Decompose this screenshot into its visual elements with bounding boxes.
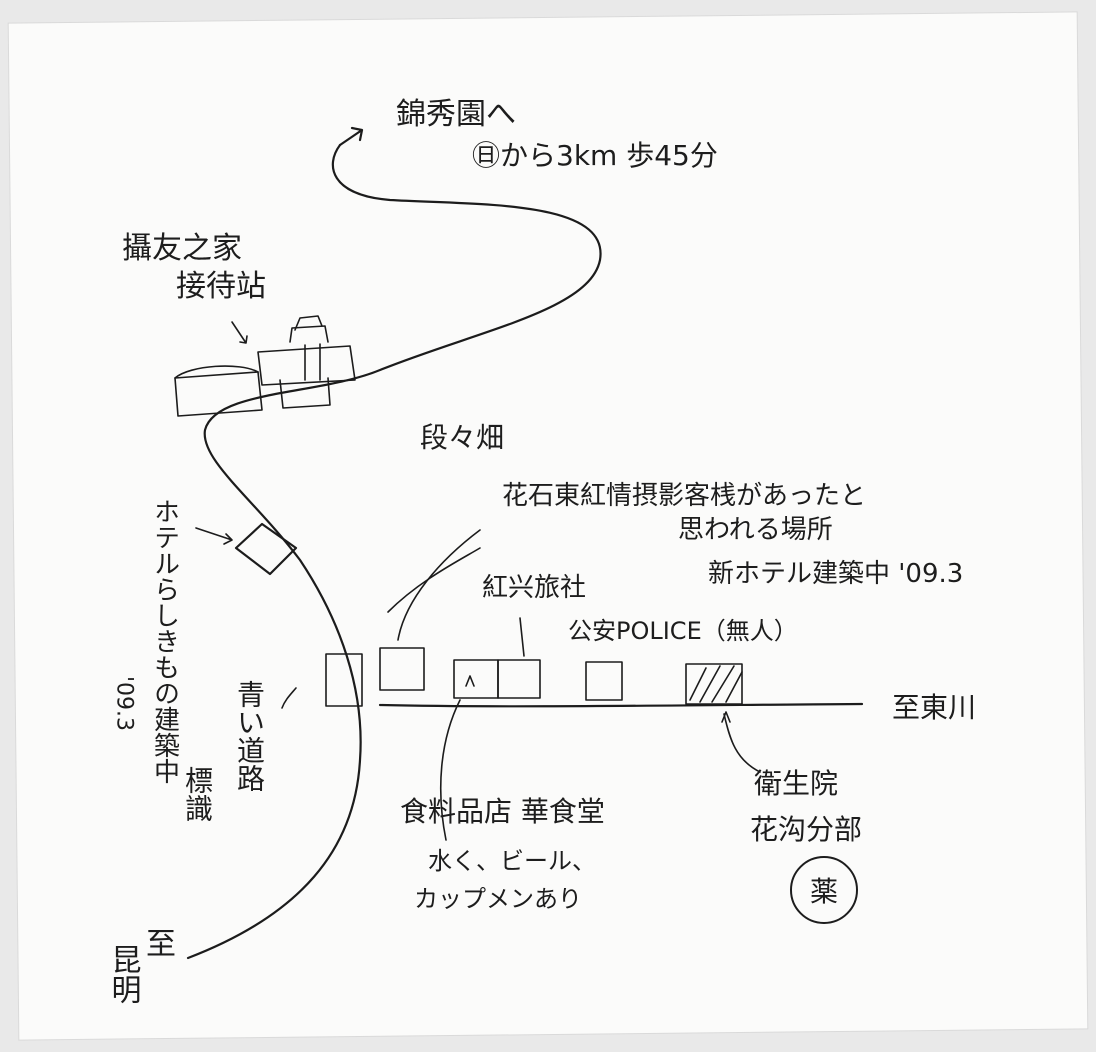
medicine-seal-icon: 薬 bbox=[790, 856, 858, 924]
new-hotel-label: 新ホテル建築中 '09.3 bbox=[708, 559, 964, 589]
building-4 bbox=[497, 659, 541, 699]
building-2 bbox=[379, 647, 425, 691]
side-path bbox=[387, 547, 481, 613]
reception-station-label: 接待站 bbox=[176, 269, 266, 304]
clinic-building bbox=[685, 663, 743, 705]
distance-label: ㊐から3km 歩45分 bbox=[472, 139, 718, 172]
to-dongchuan-label: 至東川 bbox=[892, 691, 977, 724]
blue-road-sign-label-2: 標識 bbox=[181, 766, 214, 822]
restaurant-note: 水く、ビール、 bbox=[428, 847, 596, 875]
east-road bbox=[378, 702, 864, 708]
hotel-date-label: '09.3 bbox=[111, 676, 137, 732]
police-label: 公安POLICE（無人） bbox=[568, 617, 798, 645]
to-kunming-to: 至 bbox=[146, 927, 176, 962]
building-5 bbox=[585, 661, 623, 701]
north-arrow-icon bbox=[338, 126, 364, 147]
inn-site-label-2: 思われる場所 bbox=[678, 515, 833, 545]
building-3 bbox=[453, 659, 499, 699]
pointer-arrow-icon bbox=[231, 321, 248, 344]
terraced-fields-label: 段々畑 bbox=[420, 421, 505, 454]
cameraman-house-label: 攝友之家 bbox=[122, 231, 242, 266]
blue-road-sign-label: 青い道路 bbox=[233, 680, 266, 792]
building-1 bbox=[325, 653, 363, 707]
restaurant-note-2: カップメンあり bbox=[414, 885, 582, 913]
hotel-construction-label: ホテルらしきもの建築中 bbox=[149, 498, 180, 784]
branch-path bbox=[439, 699, 461, 841]
main-road bbox=[186, 143, 602, 960]
inn-site-label: 花石東紅情摂影客桟があったと bbox=[502, 481, 867, 511]
pointer-arrow-icon bbox=[195, 527, 233, 545]
clinic-branch-label: 花沟分部 bbox=[750, 813, 863, 846]
travel-agency-label: 紅兴旅社 bbox=[482, 573, 587, 603]
cameraman-house bbox=[174, 315, 356, 417]
restaurant-label: 食料品店 華食堂 bbox=[400, 795, 605, 828]
clinic-label: 衛生院 bbox=[754, 767, 839, 800]
hotel-box bbox=[234, 522, 298, 576]
to-kunming-label: 昆明 bbox=[105, 944, 141, 1004]
destination-label: 錦秀園へ bbox=[396, 97, 516, 132]
